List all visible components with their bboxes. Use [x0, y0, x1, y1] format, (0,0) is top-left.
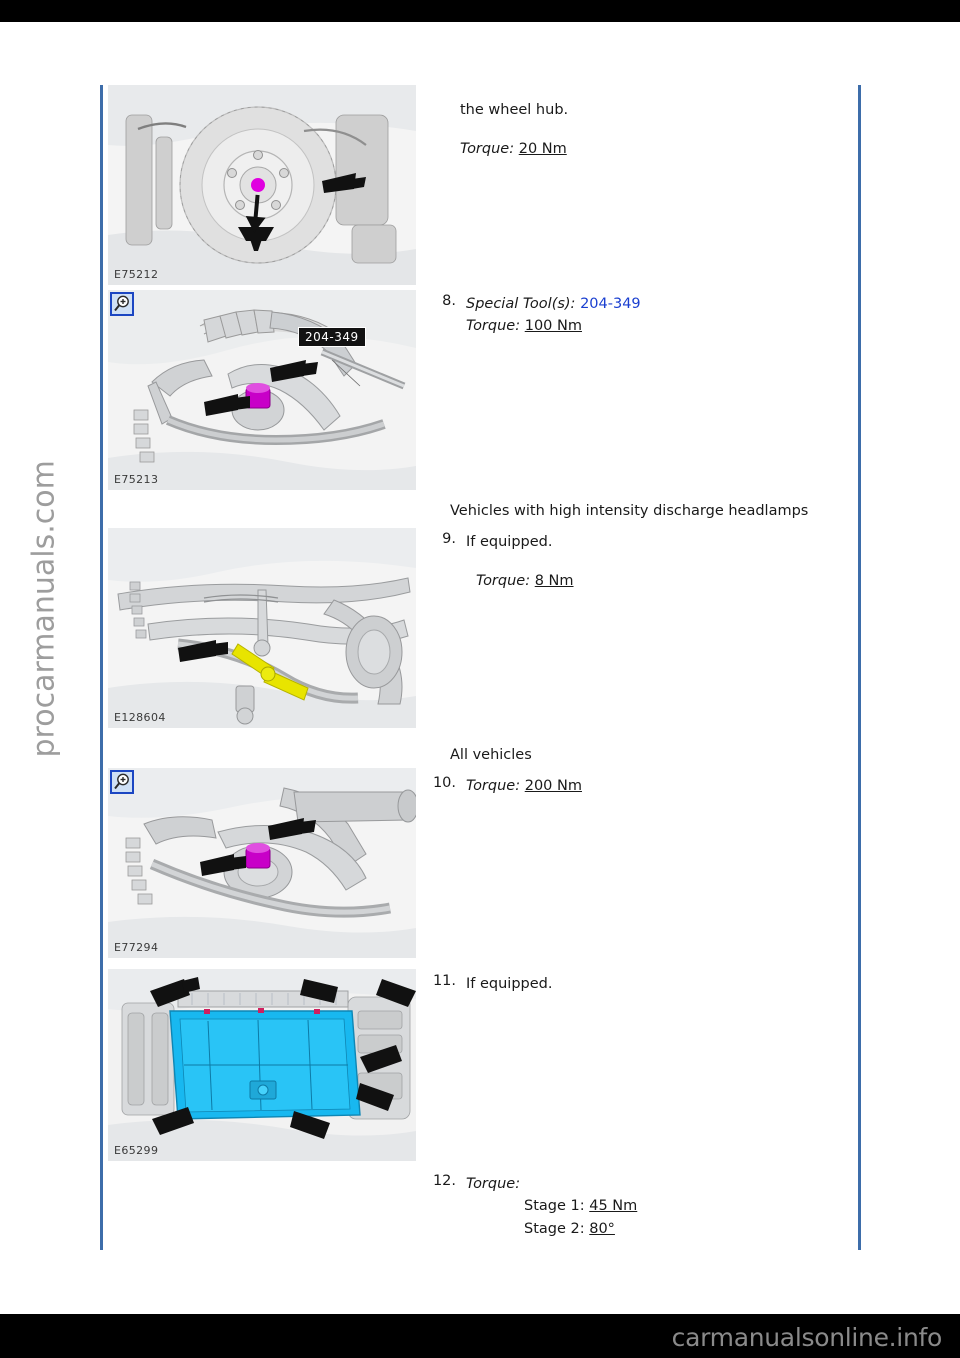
step-9-torque-label: Torque:	[476, 573, 531, 589]
section-heading-all-block: All vehicles	[424, 747, 854, 763]
step-12-stage-2-label: Stage 2:	[524, 1220, 585, 1237]
footer-watermark: carmanualsonline.info	[671, 1323, 943, 1352]
step-8: 8. Special Tool(s): 204-349 Torque: 100 …	[424, 293, 854, 338]
intro-sentence: the wheel hub.	[460, 102, 569, 118]
top-black-bar	[0, 0, 960, 22]
figure-e65299[interactable]: E65299	[108, 969, 416, 1161]
zoom-in-icon-glyph	[114, 295, 129, 312]
figure-e77294-illustration	[108, 768, 416, 958]
step-8-torque-label: Torque:	[466, 318, 521, 335]
side-watermark: procarmanuals.com	[26, 460, 62, 758]
section-heading-hid-block: Vehicles with high intensity discharge h…	[424, 503, 854, 519]
step-12-stage-2-value: 80°	[589, 1220, 615, 1237]
step-8-tool-line: Special Tool(s): 204-349	[466, 293, 854, 315]
step-10-number: 10.	[432, 775, 456, 791]
intro-torque-value: 20 Nm	[518, 141, 567, 157]
zoom-in-icon-glyph	[114, 773, 129, 790]
page-frame-rule-left	[100, 85, 103, 1250]
figure-label-e75213: E75213	[114, 473, 159, 486]
step-12-stage-2-line: Stage 2: 80°	[424, 1218, 854, 1240]
step-10-torque-line: Torque: 200 Nm	[466, 775, 854, 797]
section-heading-hid: Vehicles with high intensity discharge h…	[450, 503, 809, 519]
step-8-tool-link[interactable]: 204-349	[580, 296, 641, 312]
step-12: 12. Torque: Stage 1: 45 Nm Stage 2: 80°	[424, 1173, 854, 1240]
step-8-tool-label: Special Tool(s):	[466, 296, 576, 312]
figure-label-e77294: E77294	[114, 941, 159, 954]
zoom-in-icon[interactable]	[110, 292, 134, 316]
step-8-torque-value: 100 Nm	[524, 318, 582, 335]
step-9-text: If equipped.	[466, 534, 553, 550]
step-9-number: 9.	[442, 531, 456, 547]
step-12-number: 12.	[432, 1173, 456, 1189]
intro-text-block: the wheel hub.	[424, 99, 854, 121]
step-10-torque-value: 200 Nm	[524, 778, 582, 794]
step-9-torque-block: Torque: 8 Nm	[424, 570, 854, 592]
step-9-torque-value: 8 Nm	[534, 573, 574, 589]
figure-e75213[interactable]: 204-349 E75213	[108, 290, 416, 490]
intro-torque-label: Torque:	[460, 141, 515, 157]
figure-label-e128604: E128604	[114, 711, 166, 724]
figure-e75212-illustration	[108, 85, 416, 285]
zoom-in-icon[interactable]	[110, 770, 134, 794]
step-8-number: 8.	[442, 293, 456, 309]
step-12-stage-1-line: Stage 1: 45 Nm	[424, 1195, 854, 1217]
figure-e75213-illustration	[108, 290, 416, 490]
section-heading-all: All vehicles	[450, 747, 532, 763]
figure-label-e75212: E75212	[114, 268, 159, 281]
step-12-torque-label: Torque:	[466, 1176, 521, 1192]
figure-label-e65299: E65299	[114, 1144, 159, 1157]
step-11: 11. If equipped.	[424, 973, 854, 995]
figure-e77294[interactable]: E77294	[108, 768, 416, 958]
step-8-torque-line: Torque: 100 Nm	[466, 315, 854, 337]
step-11-number: 11.	[432, 973, 456, 989]
page-frame-rule-right	[858, 85, 861, 1250]
figure-e75212[interactable]: E75212	[108, 85, 416, 285]
step-11-text: If equipped.	[466, 976, 553, 992]
step-10-torque-label: Torque:	[466, 778, 521, 794]
intro-torque-block: Torque: 20 Nm	[424, 138, 854, 160]
step-10: 10. Torque: 200 Nm	[424, 775, 854, 797]
figure-callout-tool-number: 204-349	[298, 327, 366, 347]
step-12-stage-1-value: 45 Nm	[589, 1198, 638, 1215]
step-9: 9. If equipped.	[424, 531, 854, 553]
figure-e65299-illustration	[108, 969, 416, 1161]
bottom-black-bar	[0, 1314, 960, 1358]
figure-e128604[interactable]: E128604	[108, 528, 416, 728]
step-12-stage-1-label: Stage 1:	[524, 1198, 585, 1215]
figure-e128604-illustration	[108, 528, 416, 728]
